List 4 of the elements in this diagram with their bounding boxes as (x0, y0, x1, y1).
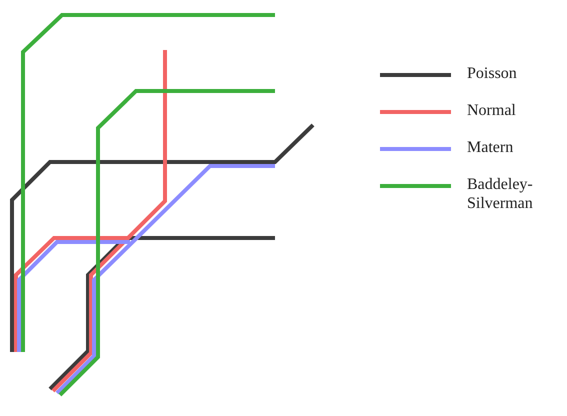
legend-label: Baddeley-Silverman (467, 175, 534, 213)
legend-label: Poisson (467, 64, 518, 83)
legend-label: Normal (467, 101, 517, 120)
legend-label: Matern (467, 138, 514, 157)
